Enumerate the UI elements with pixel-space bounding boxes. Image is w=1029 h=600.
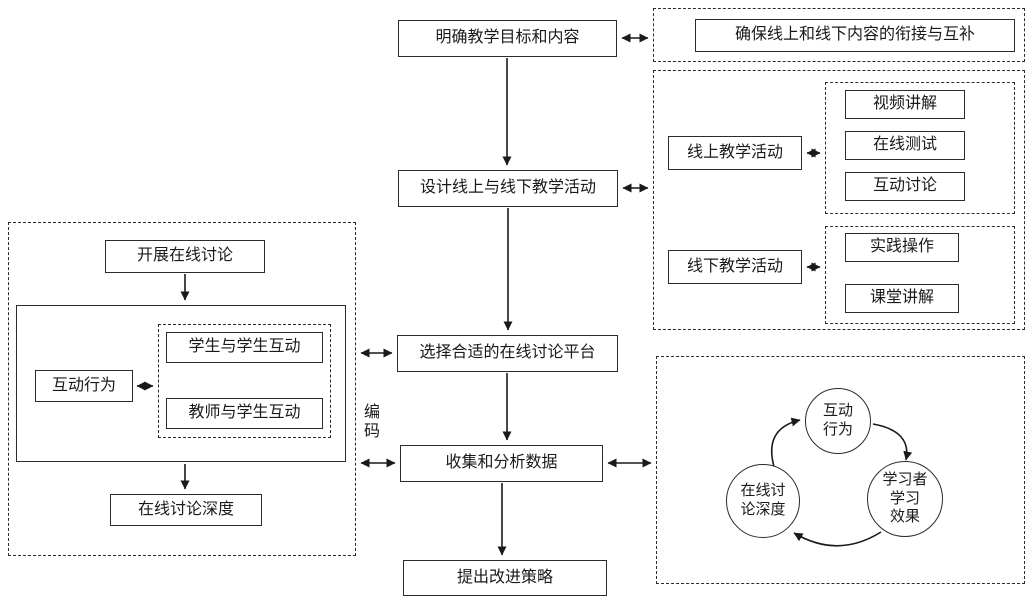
- node-online-item-test: 在线测试: [845, 131, 965, 160]
- node-discussion-depth: 在线讨论深度: [110, 494, 262, 526]
- group-teaching-activities: [653, 70, 1025, 330]
- node-start-online-discussion: 开展在线讨论: [105, 240, 265, 273]
- node-teaching-goals: 明确教学目标和内容: [398, 20, 617, 57]
- group-online-items: [825, 82, 1015, 214]
- group-analysis-cycle: [656, 356, 1025, 584]
- node-teacher-student-interaction: 教师与学生互动: [166, 398, 323, 429]
- node-offline-item-lecture: 课堂讲解: [845, 284, 959, 313]
- node-online-activities: 线上教学活动: [668, 136, 802, 170]
- node-design-activities: 设计线上与线下教学活动: [398, 170, 618, 207]
- node-online-item-discussion: 互动讨论: [845, 172, 965, 201]
- cycle-node-learning-effect: 学习者 学习 效果: [867, 461, 943, 537]
- node-improvement-strategy: 提出改进策略: [403, 560, 607, 596]
- cycle-node-discussion-depth: 在线讨 论深度: [726, 464, 800, 538]
- coding-label: 编码: [361, 403, 378, 441]
- node-offline-item-practice: 实践操作: [845, 233, 959, 262]
- group-online-discussion: [8, 222, 356, 556]
- group-content-alignment: [653, 8, 1025, 62]
- node-choose-platform: 选择合适的在线讨论平台: [397, 335, 618, 372]
- node-student-student-interaction: 学生与学生互动: [166, 332, 323, 363]
- node-collect-analyze-data: 收集和分析数据: [400, 445, 603, 482]
- group-interaction-types: [158, 324, 331, 438]
- node-content-alignment: 确保线上和线下内容的衔接与互补: [695, 19, 1015, 52]
- frame-interaction-analysis: [16, 305, 346, 462]
- node-interaction-behavior: 互动行为: [35, 370, 133, 402]
- cycle-node-interaction-behavior: 互动 行为: [805, 388, 871, 454]
- node-online-item-video: 视频讲解: [845, 90, 965, 119]
- node-offline-activities: 线下教学活动: [668, 250, 802, 284]
- group-offline-items: [825, 226, 1015, 324]
